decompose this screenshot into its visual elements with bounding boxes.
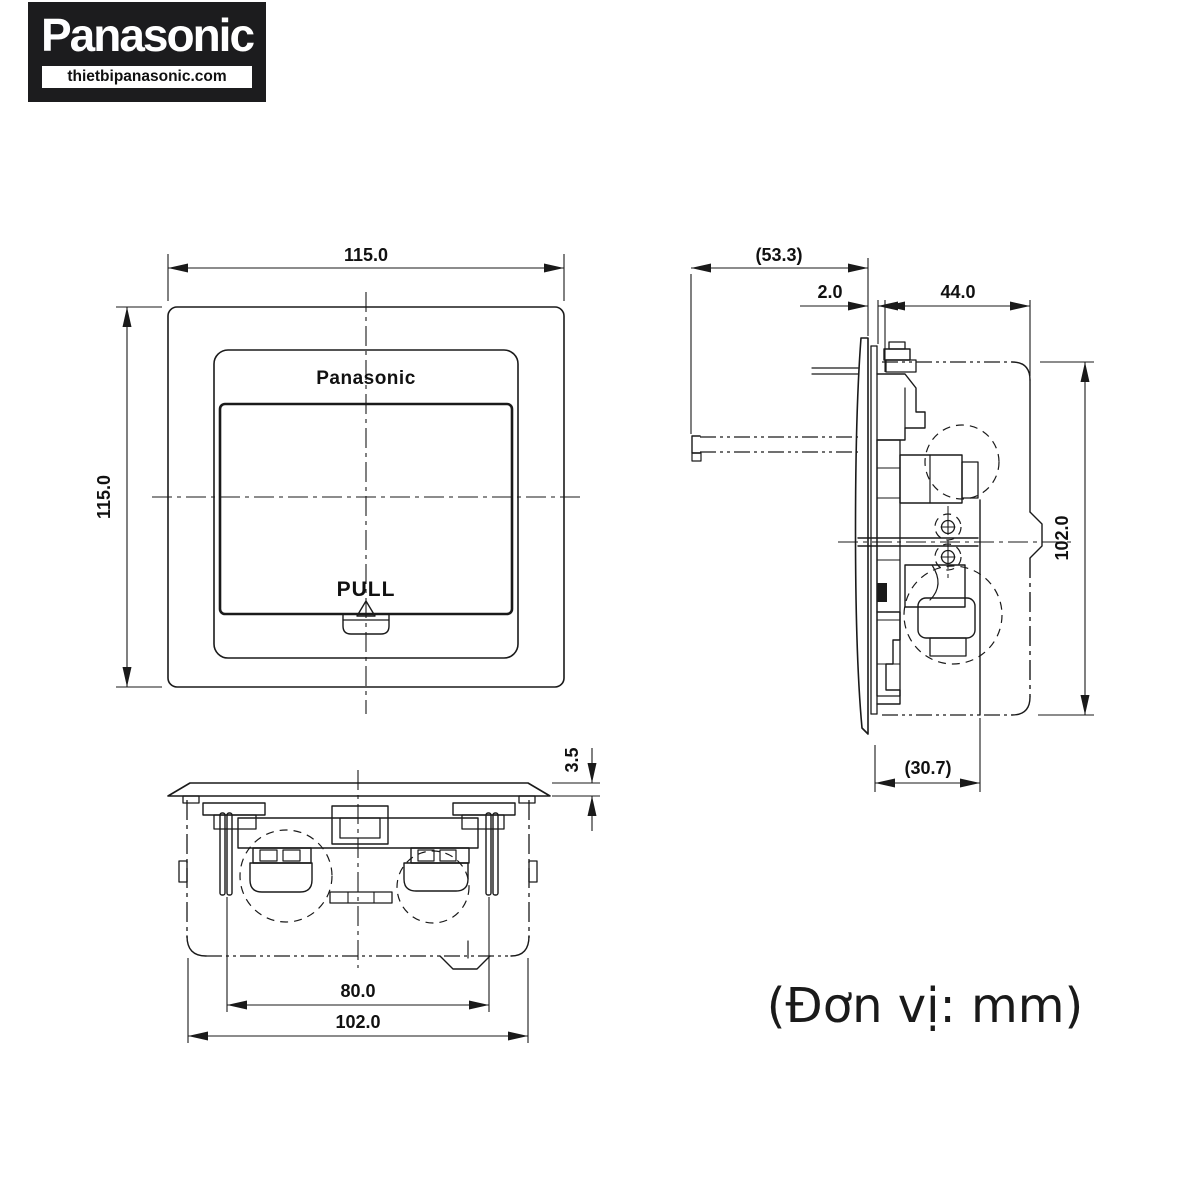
side-inner-depth-dim: (30.7) (904, 758, 951, 778)
side-recess-depth-dim: 44.0 (940, 282, 975, 302)
clip-detail (877, 583, 887, 602)
logo-brand-text: Panasonic (40, 9, 255, 61)
unit-note: (Đơn vị: mm) (766, 978, 1084, 1034)
side-open-depth-dim: (53.3) (755, 245, 802, 265)
plug-clearance-circle-left (239, 829, 333, 923)
side-view: (53.3) 2.0 44.0 102.0 (30.7) (690, 245, 1094, 792)
plug-clearance-circle-right (396, 850, 470, 924)
site-logo: Panasonic thietbipanasonic.com (28, 2, 266, 102)
side-height-dim: 102.0 (1052, 515, 1072, 560)
bottom-pitch-dim: 80.0 (340, 981, 375, 1001)
logo-website-strip: thietbipanasonic.com (42, 66, 252, 88)
bottom-plate-thickness-dim: 3.5 (562, 747, 582, 772)
bottom-width-dim: 102.0 (335, 1012, 380, 1032)
side-cover-thickness-dim: 2.0 (817, 282, 842, 302)
plug-clearance-circle-bottom (903, 565, 1003, 665)
front-view: Panasonic PULL 115.0 115.0 (94, 245, 580, 714)
front-width-dim: 115.0 (344, 245, 388, 265)
logo-website-text: thietbipanasonic.com (67, 68, 227, 85)
bottom-view: 3.5 80.0 102.0 (167, 747, 600, 1043)
front-height-dim: 115.0 (94, 475, 114, 519)
plug-clearance-circle-top (924, 424, 1000, 500)
